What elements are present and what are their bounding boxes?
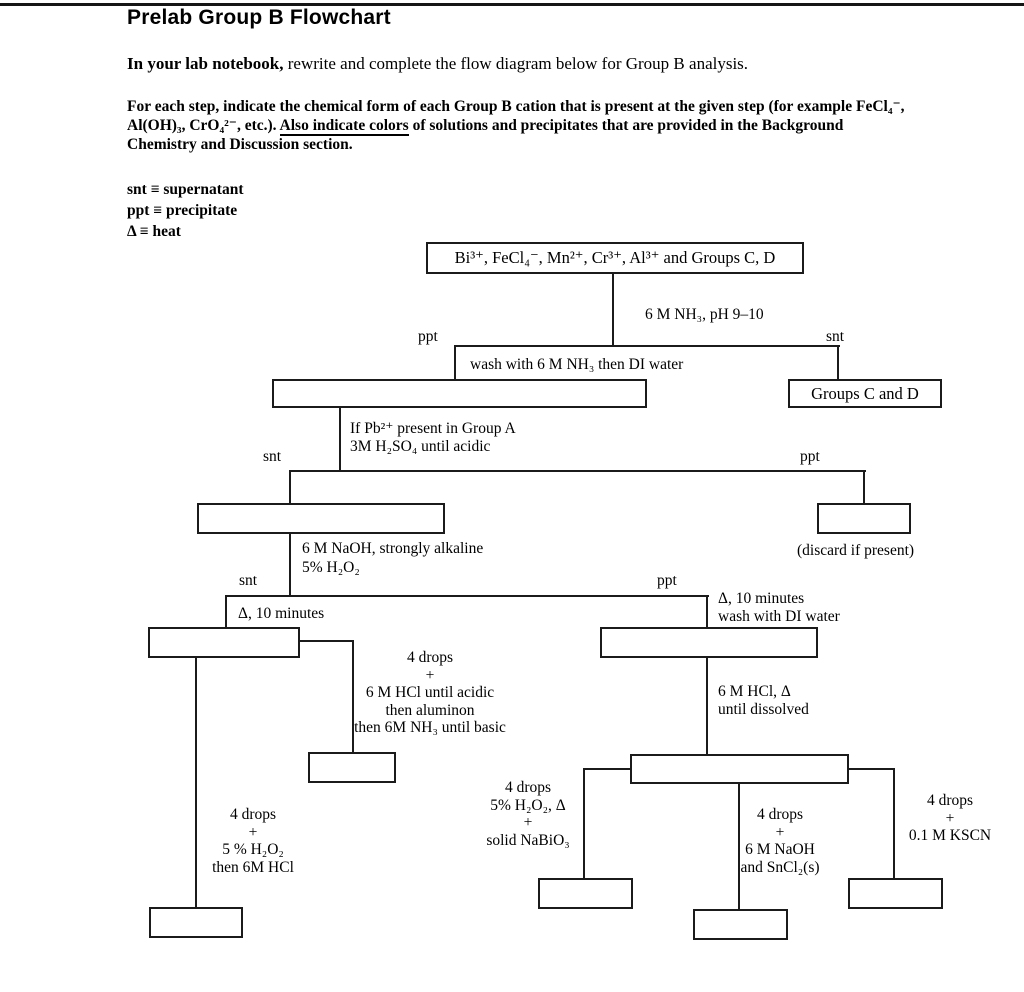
- page-title: Prelab Group B Flowchart: [127, 6, 391, 29]
- condition-pb-line2: 3M H₂SO₄ until acidic: [350, 438, 491, 455]
- line-delta-box-right: [299, 640, 354, 642]
- line-pptbox-down: [339, 407, 341, 472]
- line-delta-box-long-down: [195, 657, 197, 908]
- condition-pb-line1: If Pb²⁺ present in Group A: [350, 420, 516, 437]
- groups-c-d-text: Groups C and D: [811, 383, 919, 403]
- box-h2o2-hcl-result: [149, 907, 243, 938]
- line-ppt3-down: [706, 658, 708, 755]
- line-split2-right-drop: [863, 470, 865, 504]
- reagent-label-nh3: 6 M NH₃, pH 9–10: [645, 306, 764, 323]
- nabio3-line2: 5% H₂O₂, Δ: [490, 796, 566, 814]
- reagent-block-nabio3: 4 drops 5% H₂O₂, Δ + solid NaBiO₃: [460, 779, 596, 849]
- box-sncl2-result: [693, 909, 788, 940]
- box-groups-c-d: Groups C and D: [788, 379, 942, 408]
- legend-ppt: ppt ≡ precipitate: [127, 202, 238, 219]
- line-split3: [225, 595, 709, 597]
- h2o2-hcl-line1: 4 drops: [229, 806, 277, 823]
- reagent-block-kscn: 4 drops + 0.1 M KSCN: [896, 792, 1004, 845]
- aluminon-line3: 6 M HCl until acidic: [365, 684, 495, 701]
- intro-paragraph: In your lab notebook, rewrite and comple…: [127, 54, 748, 74]
- branch-label-ppt-1: ppt: [418, 328, 438, 345]
- line-split3-left-drop: [225, 595, 227, 628]
- box-snt-after-h2so4: [197, 503, 445, 534]
- aluminon-line4: then aluminon: [385, 701, 475, 719]
- line-split2: [289, 470, 866, 472]
- box-aluminon-result: [308, 752, 396, 783]
- line-sntbox-down: [289, 533, 291, 597]
- line-split1-right-drop: [837, 345, 839, 380]
- wash-note-nh3: wash with 6 M NH₃ then DI water: [470, 356, 684, 373]
- box-ppt-after-naoh: [600, 627, 818, 658]
- branch-label-ppt-2: ppt: [800, 448, 820, 465]
- box-discard-ppt: [817, 503, 911, 534]
- aluminon-line5: then 6M NH₃ until basic: [354, 719, 506, 736]
- heat-note-right-line1: Δ, 10 minutes: [718, 590, 805, 607]
- heat-note-left: Δ, 10 minutes: [238, 605, 325, 622]
- line-widebox-right: [847, 768, 895, 770]
- reagent-block-aluminon: 4 drops + 6 M HCl until acidic then alum…: [329, 649, 531, 737]
- reagent-label-hcl-line2: until dissolved: [718, 701, 809, 718]
- branch-label-snt-1: snt: [826, 328, 845, 345]
- legend: snt ≡ supernatant ppt ≡ precipitate Δ ≡ …: [127, 179, 244, 242]
- box-dissolved-solution: [630, 754, 849, 784]
- top-rule: [0, 3, 1024, 6]
- reagent-block-sncl2: 4 drops + 6 M NaOH and SnCl₂(s): [708, 806, 852, 876]
- sncl2-line1: 4 drops: [756, 806, 804, 823]
- aluminon-line2: +: [425, 666, 435, 684]
- branch-label-ppt-3: ppt: [657, 572, 677, 589]
- line-kscn-down: [893, 768, 895, 879]
- discard-note: (discard if present): [797, 542, 915, 559]
- line-start-down: [612, 273, 614, 347]
- instructions-line3: Chemistry and Discussion section.: [127, 136, 353, 153]
- box-nabio3-result: [538, 878, 633, 909]
- start-box-text: Bi³⁺, FeCl₄⁻, Mn²⁺, Cr³⁺, Al³⁺ and Group…: [454, 248, 776, 267]
- legend-snt: snt ≡ supernatant: [127, 181, 244, 198]
- reagent-label-naoh-line1: 6 M NaOH, strongly alkaline: [302, 540, 484, 557]
- intro-bold: In your lab notebook,: [127, 54, 284, 73]
- sncl2-line2: +: [775, 823, 785, 841]
- kscn-line1: 4 drops: [926, 792, 974, 809]
- branch-label-snt-2: snt: [263, 448, 282, 465]
- box-kscn-result: [848, 878, 943, 909]
- line-split1: [454, 345, 840, 347]
- line-split1-left-drop: [454, 345, 456, 380]
- h2o2-hcl-line4: then 6M HCl: [212, 858, 294, 876]
- heat-note-right-line2: wash with DI water: [718, 608, 840, 625]
- box-ppt-after-nh3: [272, 379, 647, 408]
- line-split3-right-drop: [706, 595, 708, 628]
- intro-rest: rewrite and complete the flow diagram be…: [283, 54, 749, 73]
- instructions-line1: For each step, indicate the chemical for…: [127, 98, 905, 115]
- sncl2-line4: and SnCl₂(s): [740, 858, 820, 876]
- kscn-line2: +: [945, 809, 955, 827]
- instructions-line2-post: of solutions and precipitates that are p…: [408, 117, 844, 134]
- nabio3-line4: solid NaBiO₃: [486, 831, 570, 849]
- start-box: Bi³⁺, FeCl₄⁻, Mn²⁺, Cr³⁺, Al³⁺ and Group…: [426, 242, 804, 274]
- h2o2-hcl-line2: +: [248, 823, 258, 841]
- line-sncl2-down: [738, 783, 740, 910]
- h2o2-hcl-line3: 5 % H₂O₂: [222, 841, 284, 858]
- instructions-underlined: Also indicate colors: [279, 117, 409, 136]
- instructions-paragraph: For each step, indicate the chemical for…: [127, 97, 1007, 154]
- reagent-label-hcl-line1: 6 M HCl, Δ: [718, 683, 791, 700]
- aluminon-line1: 4 drops: [406, 649, 454, 666]
- reagent-label-naoh-line2: 5% H₂O₂: [302, 559, 360, 576]
- nabio3-line1: 4 drops: [504, 779, 552, 796]
- line-aluminon-down: [352, 640, 354, 753]
- line-nabio3-down: [583, 768, 585, 879]
- reagent-block-h2o2-hcl: 4 drops + 5 % H₂O₂ then 6M HCl: [201, 806, 305, 876]
- legend-heat: Δ ≡ heat: [127, 223, 181, 240]
- kscn-line3: 0.1 M KSCN: [908, 827, 992, 844]
- branch-label-snt-3: snt: [239, 572, 258, 589]
- instructions-line2: Al(OH)₃, CrO₄²⁻, etc.). Also indicate co…: [127, 116, 1007, 136]
- box-snt-after-naoh: [148, 627, 300, 658]
- nabio3-line3: +: [523, 814, 533, 831]
- instructions-line2-pre: Al(OH)₃, CrO₄²⁻, etc.).: [127, 117, 280, 134]
- sncl2-line3: 6 M NaOH: [745, 841, 815, 858]
- line-widebox-left: [584, 768, 631, 770]
- line-split2-left-drop: [289, 470, 291, 504]
